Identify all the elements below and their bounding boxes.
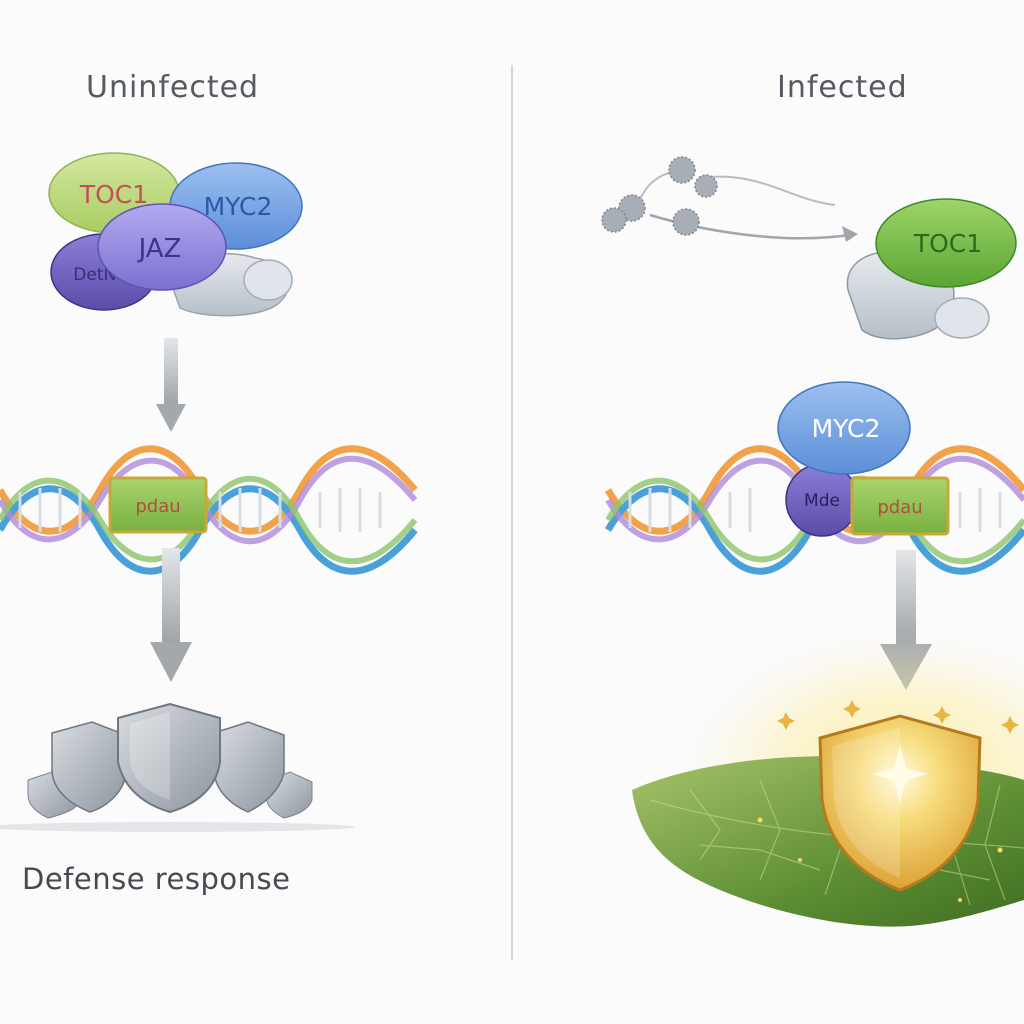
pathogen-spore-4 [601,207,627,233]
left-arrow-1 [156,338,186,432]
left-gene-box: pdau [108,476,208,534]
right-partner-label: Mde [804,491,840,511]
left-shield-cluster [0,702,355,832]
left-grey-lobe [243,259,293,301]
left-arrow-2 [150,548,192,682]
right-toc1-complex: TOC1 [846,198,1017,340]
left-myc2-label: MYC2 [204,192,273,221]
left-caption: Defense response [22,862,291,896]
right-panel-title: Infected [777,70,908,105]
right-myc2-label: MYC2 [812,414,881,443]
right-toc1-label: TOC1 [913,229,982,258]
right-gene-label: pdau [877,497,922,518]
left-gene-label: pdau [135,496,180,517]
left-shield-main [117,702,221,814]
right-grey-lobe [934,297,990,339]
sparkles [757,700,1019,902]
right-toc1-protein [875,198,1017,288]
pathogen-arrow [649,213,851,240]
right-gene-box: pdau [850,476,950,536]
left-jaz-label: JAZ [137,234,182,264]
left-protein-complex: DetNe TOC1 MYC2 JAZ [48,152,303,317]
pathogen-arrow-head [842,226,858,242]
left-panel-title: Uninfected [86,70,260,105]
gold-shield-icon [818,714,982,892]
pathogen-spore-1 [668,156,696,184]
left-toc1-label: TOC1 [79,180,148,209]
left-jaz-protein [97,203,227,291]
pathogen-group [601,156,858,242]
shield-sparkle [872,745,928,803]
right-partner-protein: Mde [785,463,859,537]
pathogen-spore-2 [694,174,718,198]
right-myc2-protein: MYC2 [777,381,911,475]
pathogen-spore-5 [672,208,700,236]
left-shield-side-2 [213,721,285,813]
